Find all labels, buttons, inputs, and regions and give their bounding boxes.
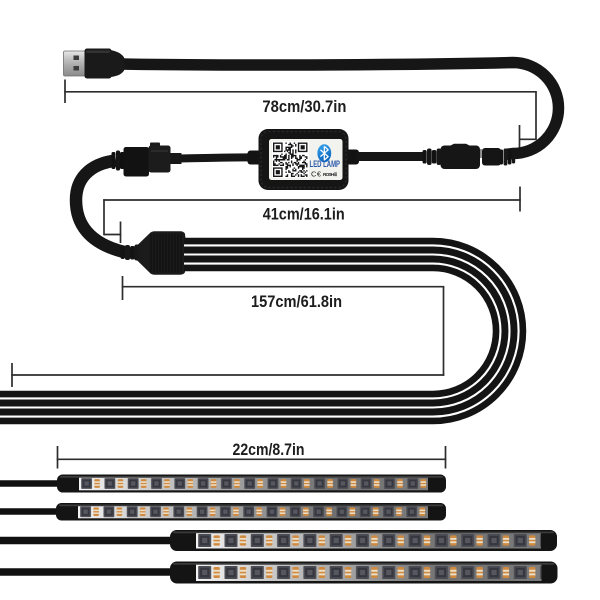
svg-text:41cm/16.1in: 41cm/16.1in	[263, 205, 345, 224]
svg-text:78cm/30.7in: 78cm/30.7in	[262, 97, 346, 116]
svg-text:LED LAMP: LED LAMP	[310, 159, 341, 169]
svg-text:C€: C€	[311, 169, 322, 178]
svg-text:ROSH ⅲ: ROSH ⅲ	[323, 171, 337, 177]
svg-text:22cm/8.7in: 22cm/8.7in	[233, 440, 305, 459]
svg-text:157cm/61.8in: 157cm/61.8in	[251, 292, 342, 311]
